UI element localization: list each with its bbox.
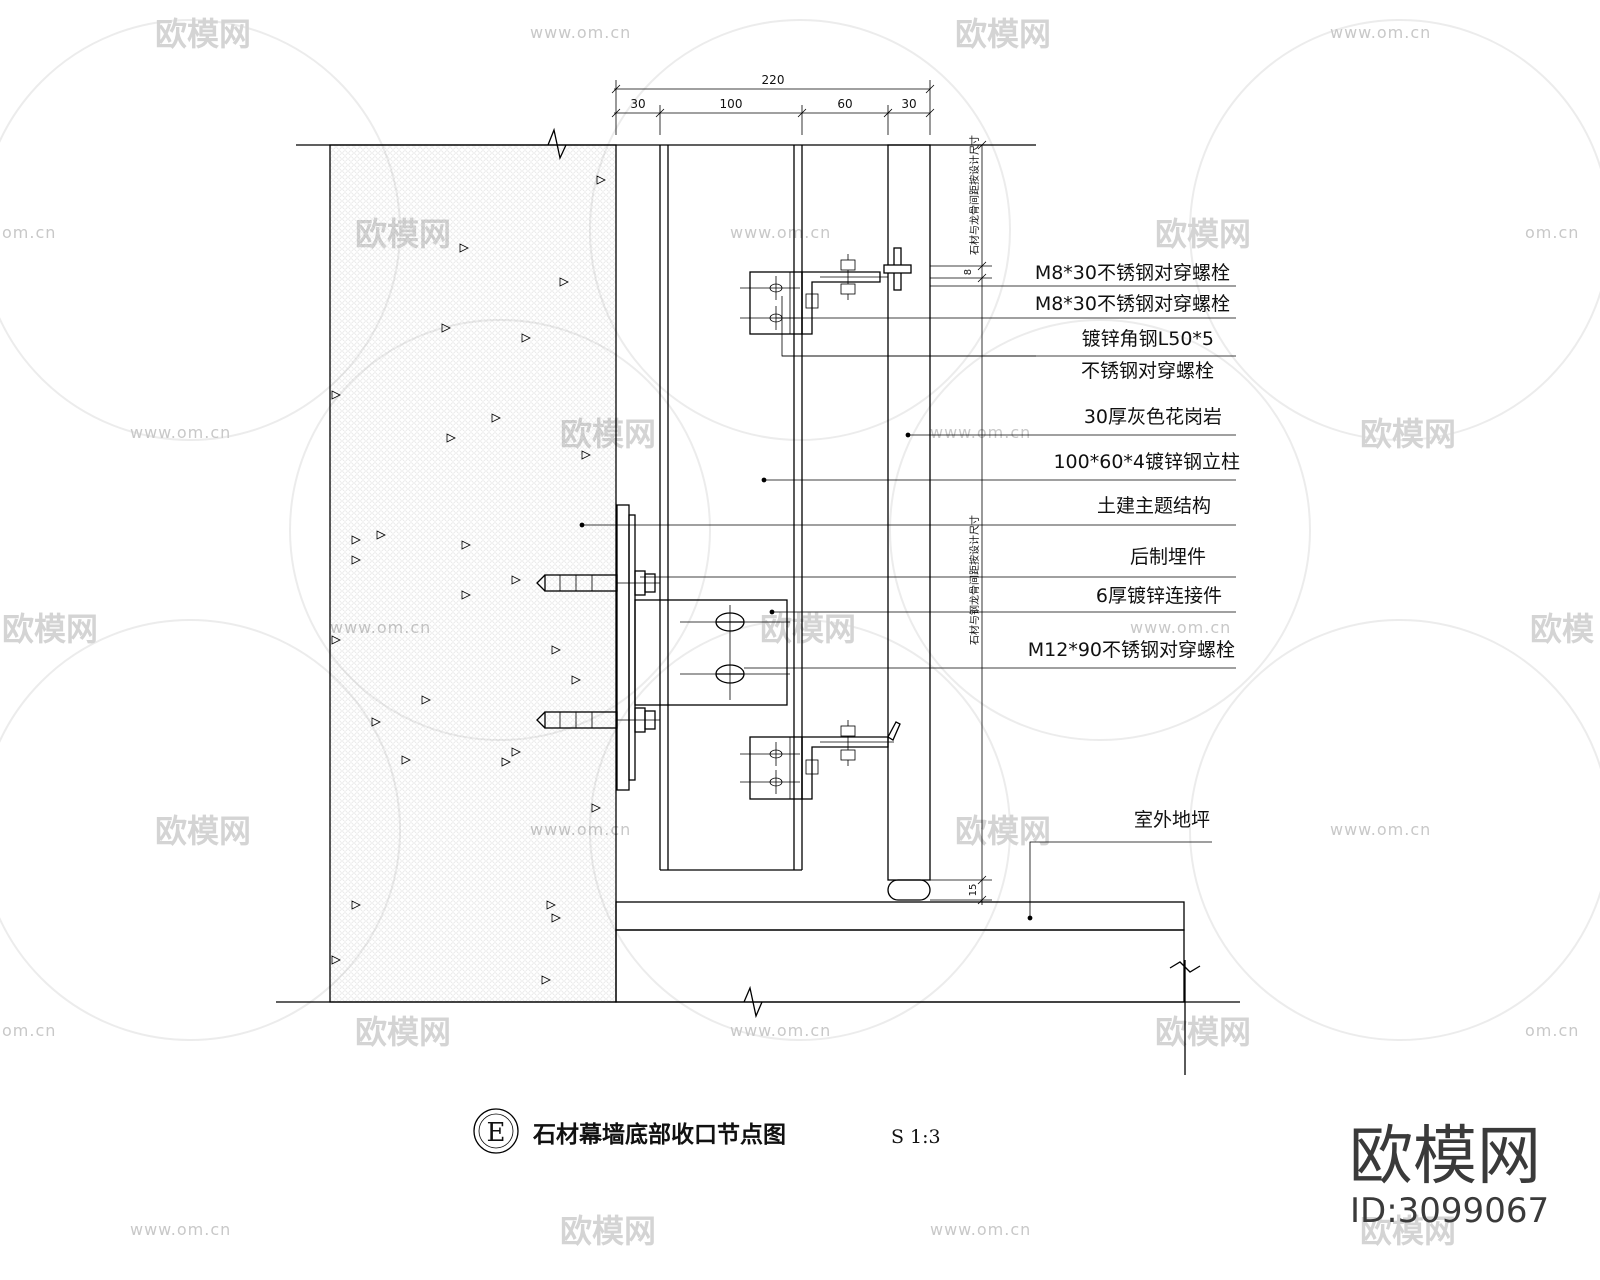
dimension-segment: 100 <box>720 97 743 111</box>
dimension-segment: 30 <box>901 97 916 111</box>
watermark-site: www.om.cn <box>1330 820 1431 839</box>
aggregate-marks <box>331 175 606 985</box>
angle-bracket-lower <box>740 720 901 800</box>
callout-label: 不锈钢对穿螺栓 <box>1081 360 1214 382</box>
watermark-brand: 欧模网 <box>2 610 98 648</box>
right-vertical-dimension: 石材与龙骨间距按设计尺寸 石材与钢龙骨间距按设计尺寸 8 15 <box>930 135 992 905</box>
dimension-note: 石材与钢龙骨间距按设计尺寸 <box>968 515 981 645</box>
embedded-plate <box>616 504 636 791</box>
watermark-brand: 欧模网 <box>1155 1013 1251 1051</box>
watermark-site: www.om.cn <box>1330 23 1431 42</box>
watermark-site: www.om.cn <box>1130 618 1231 637</box>
watermark-brand: 欧模网 <box>1360 415 1456 453</box>
watermark-site: om.cn <box>2 223 56 242</box>
watermark-brand: 欧模网 <box>1360 1212 1456 1250</box>
watermark-rings <box>0 19 1600 1041</box>
watermark-site: om.cn <box>2 1021 56 1040</box>
callout-label: 30厚灰色花岗岩 <box>1084 406 1222 428</box>
leader-lines <box>579 285 1236 921</box>
callout-label: 6厚镀锌连接件 <box>1096 585 1222 607</box>
anchor-bolt-upper <box>536 570 660 596</box>
bolt <box>820 720 894 766</box>
watermark-site: www.om.cn <box>130 1220 231 1239</box>
dimension-total: 220 <box>762 73 785 87</box>
drawing-scale: S 1:3 <box>891 1126 941 1148</box>
granite-panel <box>887 144 931 901</box>
angle-bracket-upper <box>740 247 912 335</box>
callout-label: 室外地坪 <box>1134 809 1210 831</box>
watermark-brand: 欧模网 <box>355 1013 451 1051</box>
drawing-title: 石材幕墙底部收口节点图 <box>532 1121 786 1148</box>
watermark-id: ID:3099067 <box>1350 1191 1549 1231</box>
watermark-site: www.om.cn <box>930 423 1031 442</box>
callout-label: M8*30不锈钢对穿螺栓 <box>1035 262 1230 284</box>
top-dimensions: 220 30 100 60 30 <box>611 73 935 135</box>
watermark-brand: 欧模网 <box>760 610 856 648</box>
ground-buildup <box>615 901 1185 1003</box>
corner-watermark: 欧模网 ID:3099067 <box>1349 1120 1549 1231</box>
callout-label: M12*90不锈钢对穿螺栓 <box>1028 639 1235 661</box>
callout-label: 土建主题结构 <box>1097 495 1211 517</box>
bolt <box>820 254 888 300</box>
watermark-brand: 欧模 <box>1530 610 1594 648</box>
break-symbol <box>1169 961 1201 973</box>
watermark-site: om.cn <box>1525 1021 1579 1040</box>
callout-label: 100*60*4镀锌钢立柱 <box>1053 451 1240 473</box>
watermark-site: www.om.cn <box>730 1021 831 1040</box>
dimension-segment: 30 <box>630 97 645 111</box>
watermark-site: www.om.cn <box>730 223 831 242</box>
callout-label: M8*30不锈钢对穿螺栓 <box>1035 293 1230 315</box>
watermark-brand: 欧模网 <box>955 15 1051 53</box>
bolt <box>740 742 819 794</box>
watermark-site: om.cn <box>1525 223 1579 242</box>
break-symbol <box>547 127 567 161</box>
callout-label: 镀锌角钢L50*5 <box>1082 328 1214 350</box>
detail-badge: E <box>487 1118 506 1148</box>
watermark-logo-text: 欧模网 <box>1349 1120 1541 1194</box>
callout-label: 后制埋件 <box>1130 546 1206 568</box>
watermark-brand: 欧模网 <box>1155 215 1251 253</box>
dimension-segment: 60 <box>837 97 852 111</box>
watermark-brand: 欧模网 <box>955 812 1051 850</box>
callout-labels: M8*30不锈钢对穿螺栓 M8*30不锈钢对穿螺栓 镀锌角钢L50*5 不锈钢对… <box>1028 262 1240 831</box>
steel-column <box>659 145 803 871</box>
bolt <box>740 276 819 330</box>
concrete-structure <box>329 144 617 1003</box>
watermark-site: www.om.cn <box>130 423 231 442</box>
stone-pin <box>883 247 912 291</box>
dimension-gap: 15 <box>968 884 979 897</box>
watermark-site: www.om.cn <box>530 23 631 42</box>
dimension-gap: 8 <box>963 269 974 275</box>
watermark-brand: 欧模网 <box>155 15 251 53</box>
connector-plate <box>634 599 790 706</box>
watermark-site: www.om.cn <box>930 1220 1031 1239</box>
title-block: E 石材幕墙底部收口节点图 S 1:3 <box>473 1108 941 1154</box>
dimension-note: 石材与龙骨间距按设计尺寸 <box>968 135 981 255</box>
watermark-brand: 欧模网 <box>155 812 251 850</box>
anchor-bolt-lower <box>536 707 660 733</box>
watermark-layer: 欧模网 www.om.cn 欧模网 www.om.cn om.cn 欧模网 ww… <box>0 15 1600 1250</box>
watermark-brand: 欧模网 <box>560 1212 656 1250</box>
